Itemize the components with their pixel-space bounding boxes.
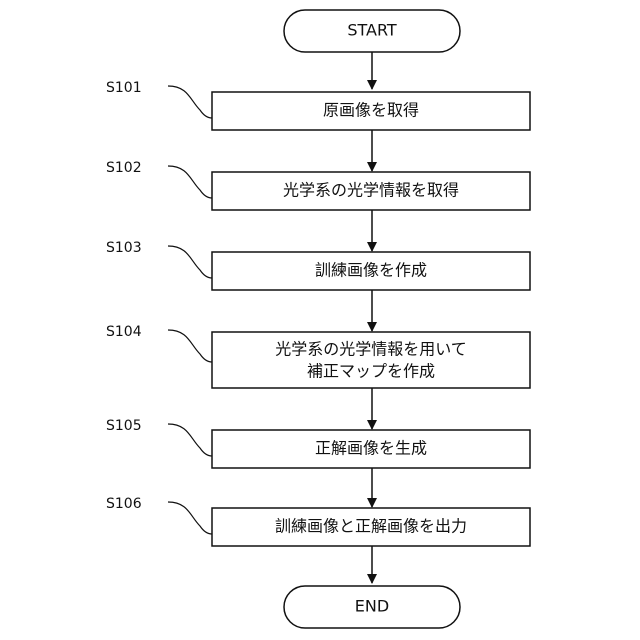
step-id-label: S102	[106, 160, 142, 176]
step-label-leader	[168, 86, 212, 118]
process-text: 訓練画像を作成	[315, 261, 427, 280]
process-text: 原画像を取得	[323, 101, 419, 120]
step-s106: S106 訓練画像と正解画像を出力	[106, 496, 530, 546]
process-text: 光学系の光学情報を取得	[283, 181, 459, 200]
step-label-leader	[168, 502, 212, 534]
step-id-label: S103	[106, 240, 142, 256]
step-s102: S102 光学系の光学情報を取得	[106, 160, 530, 210]
step-s105: S105 正解画像を生成	[106, 418, 530, 468]
end-terminal: END	[284, 586, 460, 628]
process-text-line-1: 光学系の光学情報を用いて	[275, 340, 467, 359]
step-id-label: S106	[106, 496, 142, 512]
step-s101: S101 原画像を取得	[106, 80, 530, 130]
step-label-leader	[168, 330, 212, 362]
process-text: 訓練画像と正解画像を出力	[275, 517, 467, 536]
step-label-leader	[168, 246, 212, 278]
start-label: START	[347, 21, 397, 40]
step-s103: S103 訓練画像を作成	[106, 240, 530, 290]
process-text-line-2: 補正マップを作成	[307, 362, 435, 381]
step-id-label: S105	[106, 418, 142, 434]
step-id-label: S104	[106, 324, 142, 340]
step-id-label: S101	[106, 80, 142, 96]
end-label: END	[355, 597, 389, 616]
step-label-leader	[168, 424, 212, 456]
step-label-leader	[168, 166, 212, 198]
step-s104: S104 光学系の光学情報を用いて 補正マップを作成	[106, 324, 530, 388]
process-text: 正解画像を生成	[315, 439, 427, 458]
start-terminal: START	[284, 10, 460, 52]
